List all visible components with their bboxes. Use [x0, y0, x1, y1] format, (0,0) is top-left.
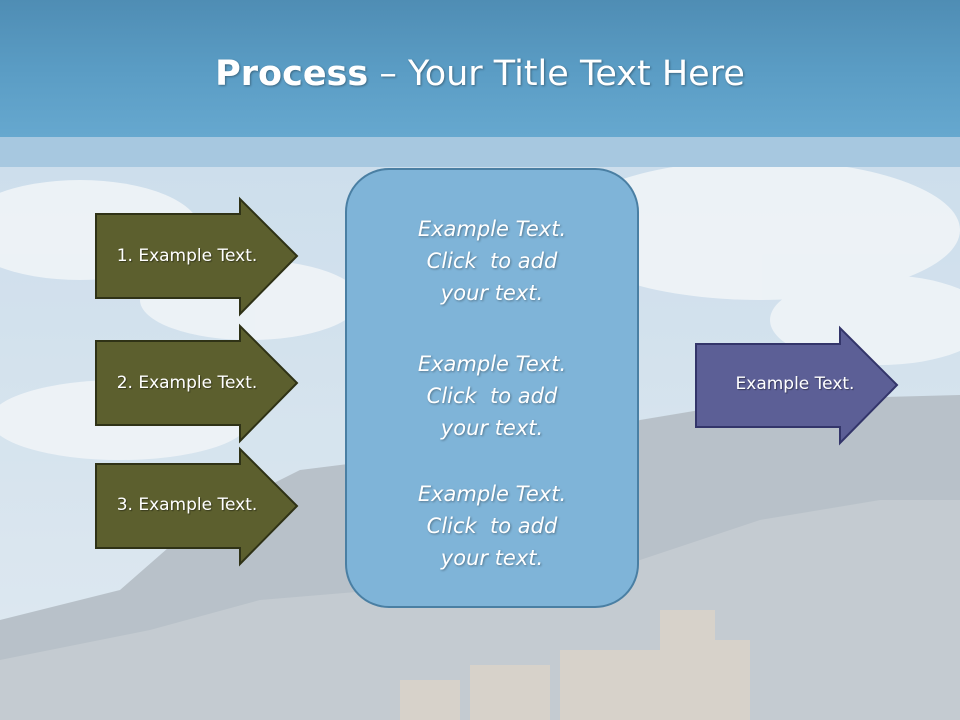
right-arrow[interactable]	[695, 325, 899, 446]
left-arrow-2[interactable]	[95, 323, 299, 444]
center-block-2-line-2: Click to add	[426, 384, 558, 408]
center-block-3-line-2: Click to add	[426, 514, 558, 538]
center-block-1-line-1: Example Text.	[417, 217, 567, 241]
center-block-2-line-3: your text.	[440, 416, 544, 440]
title-rest: – Your Title Text Here	[368, 54, 745, 94]
center-block-1[interactable]: Example Text. Click to add your text.	[345, 213, 639, 309]
right-arrow-label: Example Text.	[735, 374, 855, 394]
page-title: Process – Your Title Text Here	[0, 52, 960, 96]
center-block-3-line-3: your text.	[440, 546, 544, 570]
center-block-3-line-1: Example Text.	[417, 482, 567, 506]
center-block-3[interactable]: Example Text. Click to add your text.	[345, 478, 639, 574]
center-block-1-line-2: Click to add	[426, 249, 558, 273]
fortress	[400, 610, 750, 720]
left-arrow-1[interactable]	[95, 196, 299, 317]
title-band	[0, 137, 960, 167]
left-arrow-3[interactable]	[95, 446, 299, 567]
center-block-1-line-3: your text.	[440, 281, 544, 305]
center-block-2[interactable]: Example Text. Click to add your text.	[345, 348, 639, 444]
left-arrow-1-label: 1. Example Text.	[116, 246, 258, 266]
left-arrow-3-label: 3. Example Text.	[116, 495, 258, 515]
left-arrow-2-label: 2. Example Text.	[116, 373, 258, 393]
center-block-2-line-1: Example Text.	[417, 352, 567, 376]
center-text-box[interactable]	[345, 168, 639, 608]
title-bar	[0, 0, 960, 137]
title-bold: Process	[215, 54, 369, 94]
